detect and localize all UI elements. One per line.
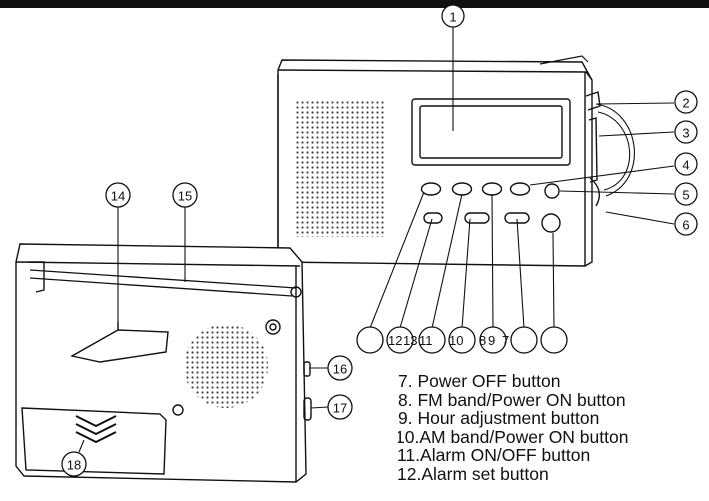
bottom-label-11: 11 [419,333,433,348]
callout-16-label: 16 [333,362,347,377]
callout-16-circle [327,355,353,381]
legend-item-12: 12.Alarm set button [398,463,549,484]
callout-14-circle [105,182,131,208]
callout-15-circle [172,182,198,208]
leader-lines [78,27,675,453]
bottom-label-10: 10 [449,333,463,348]
front-button-bottom-4 [541,213,561,233]
callout-12-13-circle [386,326,414,354]
callout-7-circle [510,326,538,354]
bottom-label-7: 7 [502,333,509,348]
callout-18-label: 18 [67,458,81,473]
front-button-top-5 [544,183,560,199]
callout-4-circle [674,152,698,176]
callout-18-circle [61,451,87,477]
callout-17-circle [327,394,353,420]
callout-6-label: 6 [682,218,689,233]
radio-back-view [15,243,312,483]
callout-3-circle [674,120,698,144]
legend-item-10: 10.AM band/Power ON button [398,426,629,447]
speaker-grill [294,101,384,237]
front-button-bottom-1 [423,212,443,224]
callout-8-9-circle [479,326,507,354]
callout-5-circle [674,182,698,206]
radio-front-view [277,55,635,267]
bottom-label-8: 8 [479,333,486,348]
bottom-label-9: 9 [488,333,495,348]
front-button-top-1 [420,182,442,196]
legend-item-7: 7. Power OFF button [398,372,561,391]
callout-10-circle [448,326,476,354]
callout-4-label: 4 [682,158,689,173]
legend-item-11: 11.Alarm ON/OFF button [398,445,591,466]
rear-speaker-grill [184,324,268,408]
callout-17-label: 17 [333,401,347,416]
callout-14-label: 14 [111,189,125,204]
legend-item-8: 8. FM band/Power ON button [398,389,626,410]
stand [70,329,169,363]
callout-2-label: 2 [682,96,689,111]
callout-3-label: 3 [682,126,689,141]
callout-2-circle [674,90,698,114]
top-border-bar [0,0,709,8]
callout-11-circle [418,326,446,354]
legend-item-9: 9. Hour adjustment button [398,408,600,429]
callout-1-label: 1 [449,10,456,25]
front-button-top-4 [509,182,531,196]
callout-15-label: 15 [178,189,192,204]
bottom-label-13: 13 [403,333,417,348]
battery-compartment [21,407,167,475]
callout-blank-left-circle [356,326,384,354]
button-legend: 7. Power OFF button 8. FM band/Power ON … [398,372,709,501]
callout-6-circle [674,212,698,236]
bottom-label-12: 12 [388,333,402,348]
callout-1-circle [441,4,465,28]
callout-blank-right-circle [540,326,568,354]
callout-5-label: 5 [682,188,689,203]
front-button-bottom-2 [464,212,490,224]
